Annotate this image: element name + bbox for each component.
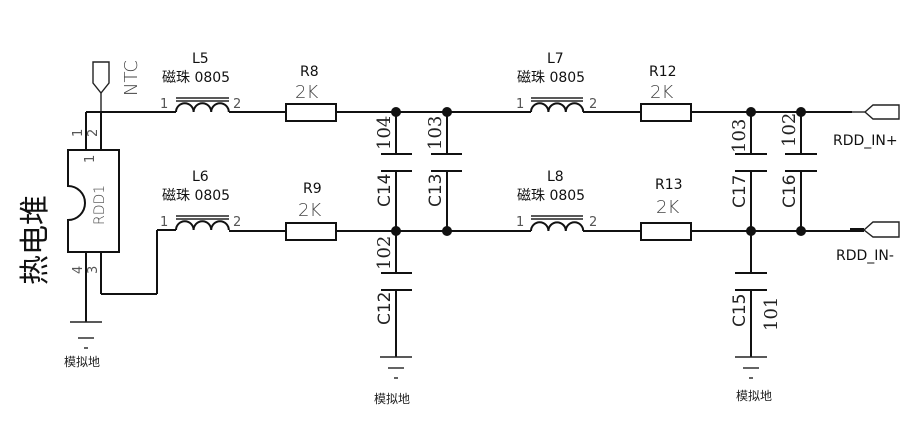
resistor-r13-ref: R13 [655,177,683,193]
ground-label-mid: 模拟地 [374,392,410,406]
inductor-l6-pin2: 2 [233,215,241,230]
ntc-port-icon [92,61,110,95]
junction-dot [442,226,452,236]
inductor-l6-value: 磁珠 0805 [162,188,230,204]
pin-label-3: 3 [86,266,101,274]
capacitor-c12-value: 102 [374,236,395,270]
pin-label-1: 1 [71,129,86,137]
resistor-r9-ref: R9 [303,181,322,197]
inductor-l5-pin2: 2 [233,97,241,112]
capacitor-c17 [735,112,767,231]
ground-label-right: 模拟地 [736,389,772,403]
capacitor-c14-value: 104 [374,116,395,150]
port-plus-icon [863,104,900,120]
capacitor-c17-value: 103 [729,119,750,153]
junction-dot [746,107,756,117]
capacitor-c15 [735,231,767,357]
inductor-l5-pin1: 1 [160,97,168,112]
port-minus-icon [862,221,900,238]
resistor-r8-ref: R8 [300,64,319,80]
port-plus-label: RDD_IN+ [833,133,898,149]
resistor-r12-value: 2K [650,82,673,103]
ground-symbol-mid [380,356,412,379]
inductor-l8-pin2: 2 [589,215,597,230]
inductor-l8 [530,215,585,232]
capacitor-c13-ref: C13 [426,173,446,207]
resistor-r12-ref: R12 [649,64,677,80]
capacitor-c14-ref: C14 [375,173,395,207]
diagram-title: 热电堆 [18,195,53,285]
resistor-r9-value: 2K [298,200,321,221]
junction-dot [391,107,401,117]
pin-label-2: 2 [86,129,101,137]
inductor-l8-ref: L8 [547,169,564,185]
inductor-l5-value: 磁珠 0805 [162,70,230,86]
ground-symbol-right [735,356,767,379]
inductor-l5 [175,97,230,113]
resistor-r13 [640,222,692,241]
capacitor-c16 [785,112,817,231]
inductor-l7-pin2: 2 [589,97,597,112]
sensor-ref: RDD1 [92,185,108,225]
capacitor-c13-value: 103 [425,116,446,150]
ntc-label: NTC [121,60,142,96]
inductor-l7-value: 磁珠 0805 [517,70,585,86]
inductor-l7 [530,97,585,113]
junction-dot [796,107,806,117]
sensor-inner-pin: 1 [83,155,98,163]
junction-dot [442,107,452,117]
capacitor-c17-ref: C17 [730,174,750,208]
pin-label-4: 4 [71,266,86,274]
inductor-l7-pin1: 1 [516,97,524,112]
inductor-l8-pin1: 1 [516,215,524,230]
capacitor-c12-ref: C12 [375,291,395,325]
inductor-l5-ref: L5 [192,51,209,67]
ground-symbol-left [70,321,102,349]
junction-dot [746,226,756,236]
capacitor-c15-ref: C15 [730,293,750,327]
resistor-r12 [640,103,692,122]
resistor-r8-value: 2K [295,82,318,103]
resistor-r9 [285,222,337,241]
capacitor-c15-value: 101 [761,297,782,331]
capacitor-c16-value: 102 [779,113,800,147]
capacitor-c13 [431,112,462,231]
inductor-l6-ref: L6 [192,169,209,185]
ground-label-left: 模拟地 [64,355,100,369]
junction-dot [796,226,806,236]
capacitor-c16-ref: C16 [780,174,800,208]
inductor-l7-ref: L7 [547,51,564,67]
port-minus-label: RDD_IN- [836,248,894,264]
inductor-l8-value: 磁珠 0805 [517,188,585,204]
resistor-r8 [285,103,337,122]
junction-dot [391,226,401,236]
inductor-l6-pin1: 1 [160,215,168,230]
capacitor-c14 [381,112,412,231]
sensor-rdd1 [67,149,120,253]
capacitor-c12 [381,231,412,357]
resistor-r13-value: 2K [656,197,679,218]
inductor-l6 [175,215,230,231]
